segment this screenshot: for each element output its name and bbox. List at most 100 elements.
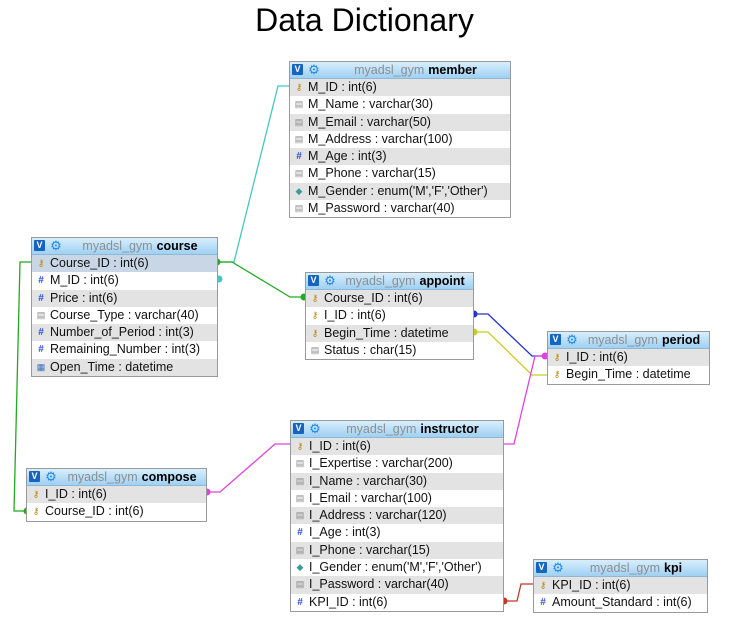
column-row[interactable]: ▤I_Phone : varchar(15) bbox=[291, 541, 503, 560]
column-label: Begin_Time : datetime bbox=[324, 325, 449, 340]
column-row[interactable]: # I_Age : int(3) bbox=[291, 524, 503, 542]
column-label: M_Password : varchar(40) bbox=[308, 201, 455, 216]
key-icon: ⚷ bbox=[553, 369, 561, 380]
table-name: appoint bbox=[419, 274, 465, 288]
toggle-columns-icon[interactable]: V bbox=[308, 275, 319, 286]
column-row[interactable]: ⚷KPI_ID : int(6) bbox=[534, 577, 707, 595]
column-label: M_Address : varchar(100) bbox=[308, 131, 453, 146]
column-label: I_Password : varchar(40) bbox=[309, 577, 449, 592]
column-row[interactable]: ▤M_Name : varchar(30) bbox=[290, 96, 510, 114]
key-icon: ⚷ bbox=[37, 258, 45, 268]
column-row[interactable]: ⚷I_ID : int(6) bbox=[27, 486, 206, 504]
toggle-columns-icon[interactable]: V bbox=[34, 240, 45, 251]
column-row[interactable]: ▦Open_Time : datetime bbox=[32, 358, 217, 377]
database-name: myadsl_gym bbox=[67, 470, 138, 484]
link-member-course bbox=[218, 85, 289, 263]
table-name: period bbox=[661, 333, 701, 347]
column-row[interactable]: ▤I_Name : varchar(30) bbox=[291, 472, 503, 490]
column-row[interactable]: ▤M_Password : varchar(40) bbox=[290, 200, 510, 218]
column-row[interactable]: ▤M_Address : varchar(100) bbox=[290, 130, 510, 149]
numeric-column-icon: # bbox=[297, 527, 303, 539]
text-column-icon: ▤ bbox=[294, 99, 304, 110]
column-row[interactable]: ▤Course_Type : varchar(40) bbox=[32, 306, 217, 325]
column-row[interactable]: ▤M_Email : varchar(50) bbox=[290, 113, 510, 131]
column-row[interactable]: ▤I_Password : varchar(40) bbox=[291, 576, 503, 594]
column-label: I_Gender : enum('M','F','Other') bbox=[309, 560, 482, 575]
gear-icon[interactable]: ⚙ bbox=[308, 62, 320, 77]
column-row[interactable]: ⚷ Course_ID : int(6) bbox=[32, 255, 217, 273]
toggle-columns-icon[interactable]: V bbox=[292, 64, 303, 75]
column-label: I_ID : int(6) bbox=[309, 439, 371, 453]
gear-icon[interactable]: ⚙ bbox=[309, 421, 321, 436]
column-row[interactable]: ▤I_Expertise : varchar(200) bbox=[291, 455, 503, 473]
column-row[interactable]: ▤I_Email : varchar(100) bbox=[291, 489, 503, 508]
column-label: KPI_ID : int(6) bbox=[309, 594, 388, 609]
column-row[interactable]: ⚷Course_ID : int(6) bbox=[306, 290, 473, 308]
column-row[interactable]: # Amount_Standard : int(6) bbox=[534, 594, 707, 612]
column-label: Remaining_Number : int(3) bbox=[50, 342, 201, 357]
column-label: M_Phone : varchar(15) bbox=[308, 166, 436, 181]
column-row[interactable]: ⚷Course_ID : int(6) bbox=[27, 503, 206, 521]
column-row[interactable]: ⚷I_ID : int(6) bbox=[548, 349, 709, 367]
column-row[interactable]: #Remaining_Number : int(3) bbox=[32, 341, 217, 359]
gear-icon[interactable]: ⚙ bbox=[45, 469, 57, 484]
column-row[interactable]: ⚷I_ID : int(6) bbox=[291, 438, 503, 456]
column-row[interactable]: ▤Status : char(15) bbox=[306, 341, 473, 360]
text-column-icon: ▤ bbox=[295, 510, 305, 521]
column-row[interactable]: ◆M_Gender : enum('M','F','Other') bbox=[290, 182, 510, 201]
column-row[interactable]: ⚷Begin_Time : datetime bbox=[548, 366, 709, 384]
column-row[interactable]: ▤I_Address : varchar(120) bbox=[291, 507, 503, 525]
column-row[interactable]: #Price : int(6) bbox=[32, 289, 217, 307]
link-compose-instructor bbox=[205, 443, 290, 493]
column-row[interactable]: ⚷Begin_Time : datetime bbox=[306, 324, 473, 342]
gear-icon[interactable]: ⚙ bbox=[552, 560, 564, 575]
toggle-columns-icon[interactable]: V bbox=[29, 471, 40, 482]
column-row[interactable]: ▤M_Phone : varchar(15) bbox=[290, 165, 510, 183]
column-label: I_Email : varchar(100) bbox=[309, 490, 432, 505]
column-label: Course_ID : int(6) bbox=[50, 256, 149, 270]
column-list: ⚷KPI_ID : int(6) # Amount_Standard : int(6… bbox=[534, 577, 707, 612]
database-name: myadsl_gym bbox=[346, 422, 417, 436]
database-name: myadsl_gym bbox=[345, 274, 416, 288]
table-name: member bbox=[428, 63, 477, 77]
column-list: ⚷I_ID : int(6)⚷Begin_Time : datetime bbox=[548, 349, 709, 384]
column-row[interactable]: # KPI_ID : int(6) bbox=[291, 593, 503, 611]
toggle-columns-icon[interactable]: V bbox=[550, 334, 561, 345]
column-row[interactable]: #Number_of_Period : int(3) bbox=[32, 324, 217, 342]
column-label: I_Phone : varchar(15) bbox=[309, 542, 430, 557]
numeric-column-icon: # bbox=[297, 596, 303, 608]
column-row[interactable]: #M_Age : int(3) bbox=[290, 148, 510, 166]
key-icon: ⚷ bbox=[32, 506, 40, 517]
column-row[interactable]: ◆I_Gender : enum('M','F','Other') bbox=[291, 559, 503, 577]
gear-icon[interactable]: ⚙ bbox=[50, 238, 62, 253]
link-instructor-period bbox=[502, 355, 547, 445]
text-column-icon: ▤ bbox=[295, 458, 305, 469]
gear-icon[interactable]: ⚙ bbox=[566, 332, 578, 347]
gear-icon[interactable]: ⚙ bbox=[324, 273, 336, 288]
column-label: I_Age : int(3) bbox=[309, 525, 381, 540]
column-row[interactable]: #M_ID : int(6) bbox=[32, 272, 217, 290]
toggle-columns-icon[interactable]: V bbox=[293, 423, 304, 434]
toggle-columns-icon[interactable]: V bbox=[536, 562, 547, 573]
numeric-column-icon: # bbox=[540, 597, 546, 609]
column-row[interactable]: ⚷I_ID : int(6) bbox=[306, 307, 473, 325]
column-label: Amount_Standard : int(6) bbox=[552, 595, 692, 610]
column-row[interactable]: ⚷M_ID : int(6) bbox=[290, 79, 510, 97]
